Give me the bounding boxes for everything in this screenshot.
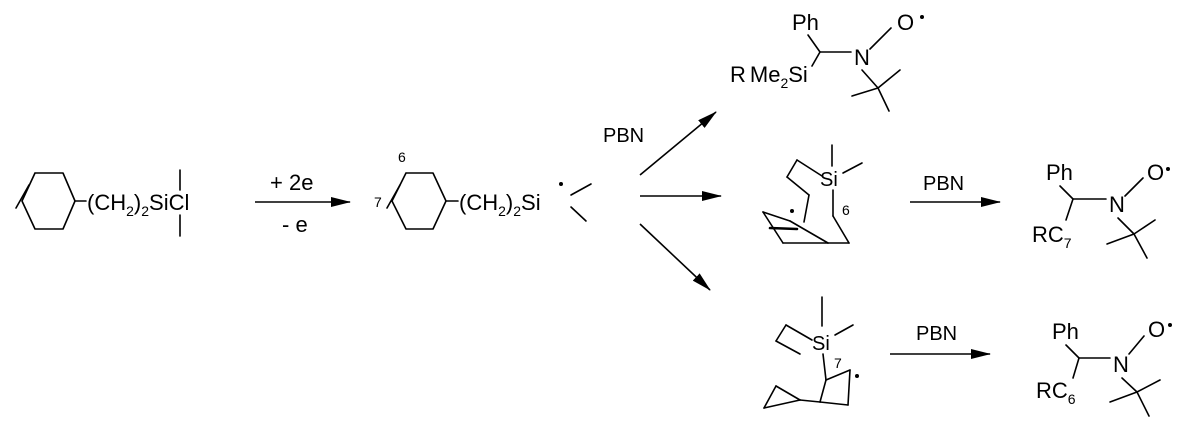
step1-above-label: + 2e [270, 170, 313, 195]
reactant-cyclohexene-ring [15, 172, 87, 230]
middle-intermediate-si: Si [820, 169, 838, 191]
bottom-intermediate-si: Si [812, 333, 830, 355]
radical-position-7: 7 [374, 194, 382, 210]
radical-position-6: 6 [398, 149, 406, 165]
middle-arrow-label: PBN [923, 173, 964, 195]
radical-methyl-bonds [570, 183, 592, 222]
bottom-intermediate-position: 7 [834, 355, 842, 371]
top-product-bonds [807, 27, 901, 112]
bottom-product-o: O [1148, 317, 1165, 342]
middle-product-n: N [1109, 192, 1125, 217]
middle-intermediate-radical-dot [790, 209, 794, 213]
reactant-chain-text: (CH2)2SiCl [87, 190, 189, 219]
middle-intermediate-position: 6 [842, 202, 850, 218]
middle-intermediate-bonds [762, 144, 863, 244]
bottom-arrow-label: PBN [916, 323, 957, 345]
bottom-product-radical-dot [1168, 323, 1172, 327]
top-product-n: N [854, 45, 870, 70]
top-product-o: O [897, 10, 914, 35]
bottom-product-ph: Ph [1052, 319, 1079, 344]
bottom-product-bonds [1065, 335, 1161, 417]
step1-below-label: - e [282, 212, 308, 237]
top-product-radical-dot [920, 15, 924, 19]
bottom-intermediate-bonds [763, 296, 854, 409]
bottom-product-n: N [1113, 352, 1129, 377]
branch-arrow-down [639, 223, 711, 291]
radical-dot [559, 182, 563, 186]
branch-arrow-up [639, 111, 717, 176]
radical-chain-text: (CH2)2Si [459, 190, 541, 219]
pbn-branch-label: PBN [603, 125, 644, 147]
middle-product-o: O [1147, 160, 1164, 185]
middle-product-ph: Ph [1046, 160, 1073, 185]
middle-product-radical-dot [1166, 167, 1170, 171]
top-product-ph: Ph [792, 10, 819, 35]
radical-cyclohexene-ring [386, 172, 459, 230]
middle-product-rc: RC7 [1032, 222, 1072, 251]
bottom-intermediate-radical-dot [855, 374, 859, 378]
middle-product-bonds [1059, 177, 1156, 259]
bottom-product-rc: RC6 [1036, 378, 1076, 407]
